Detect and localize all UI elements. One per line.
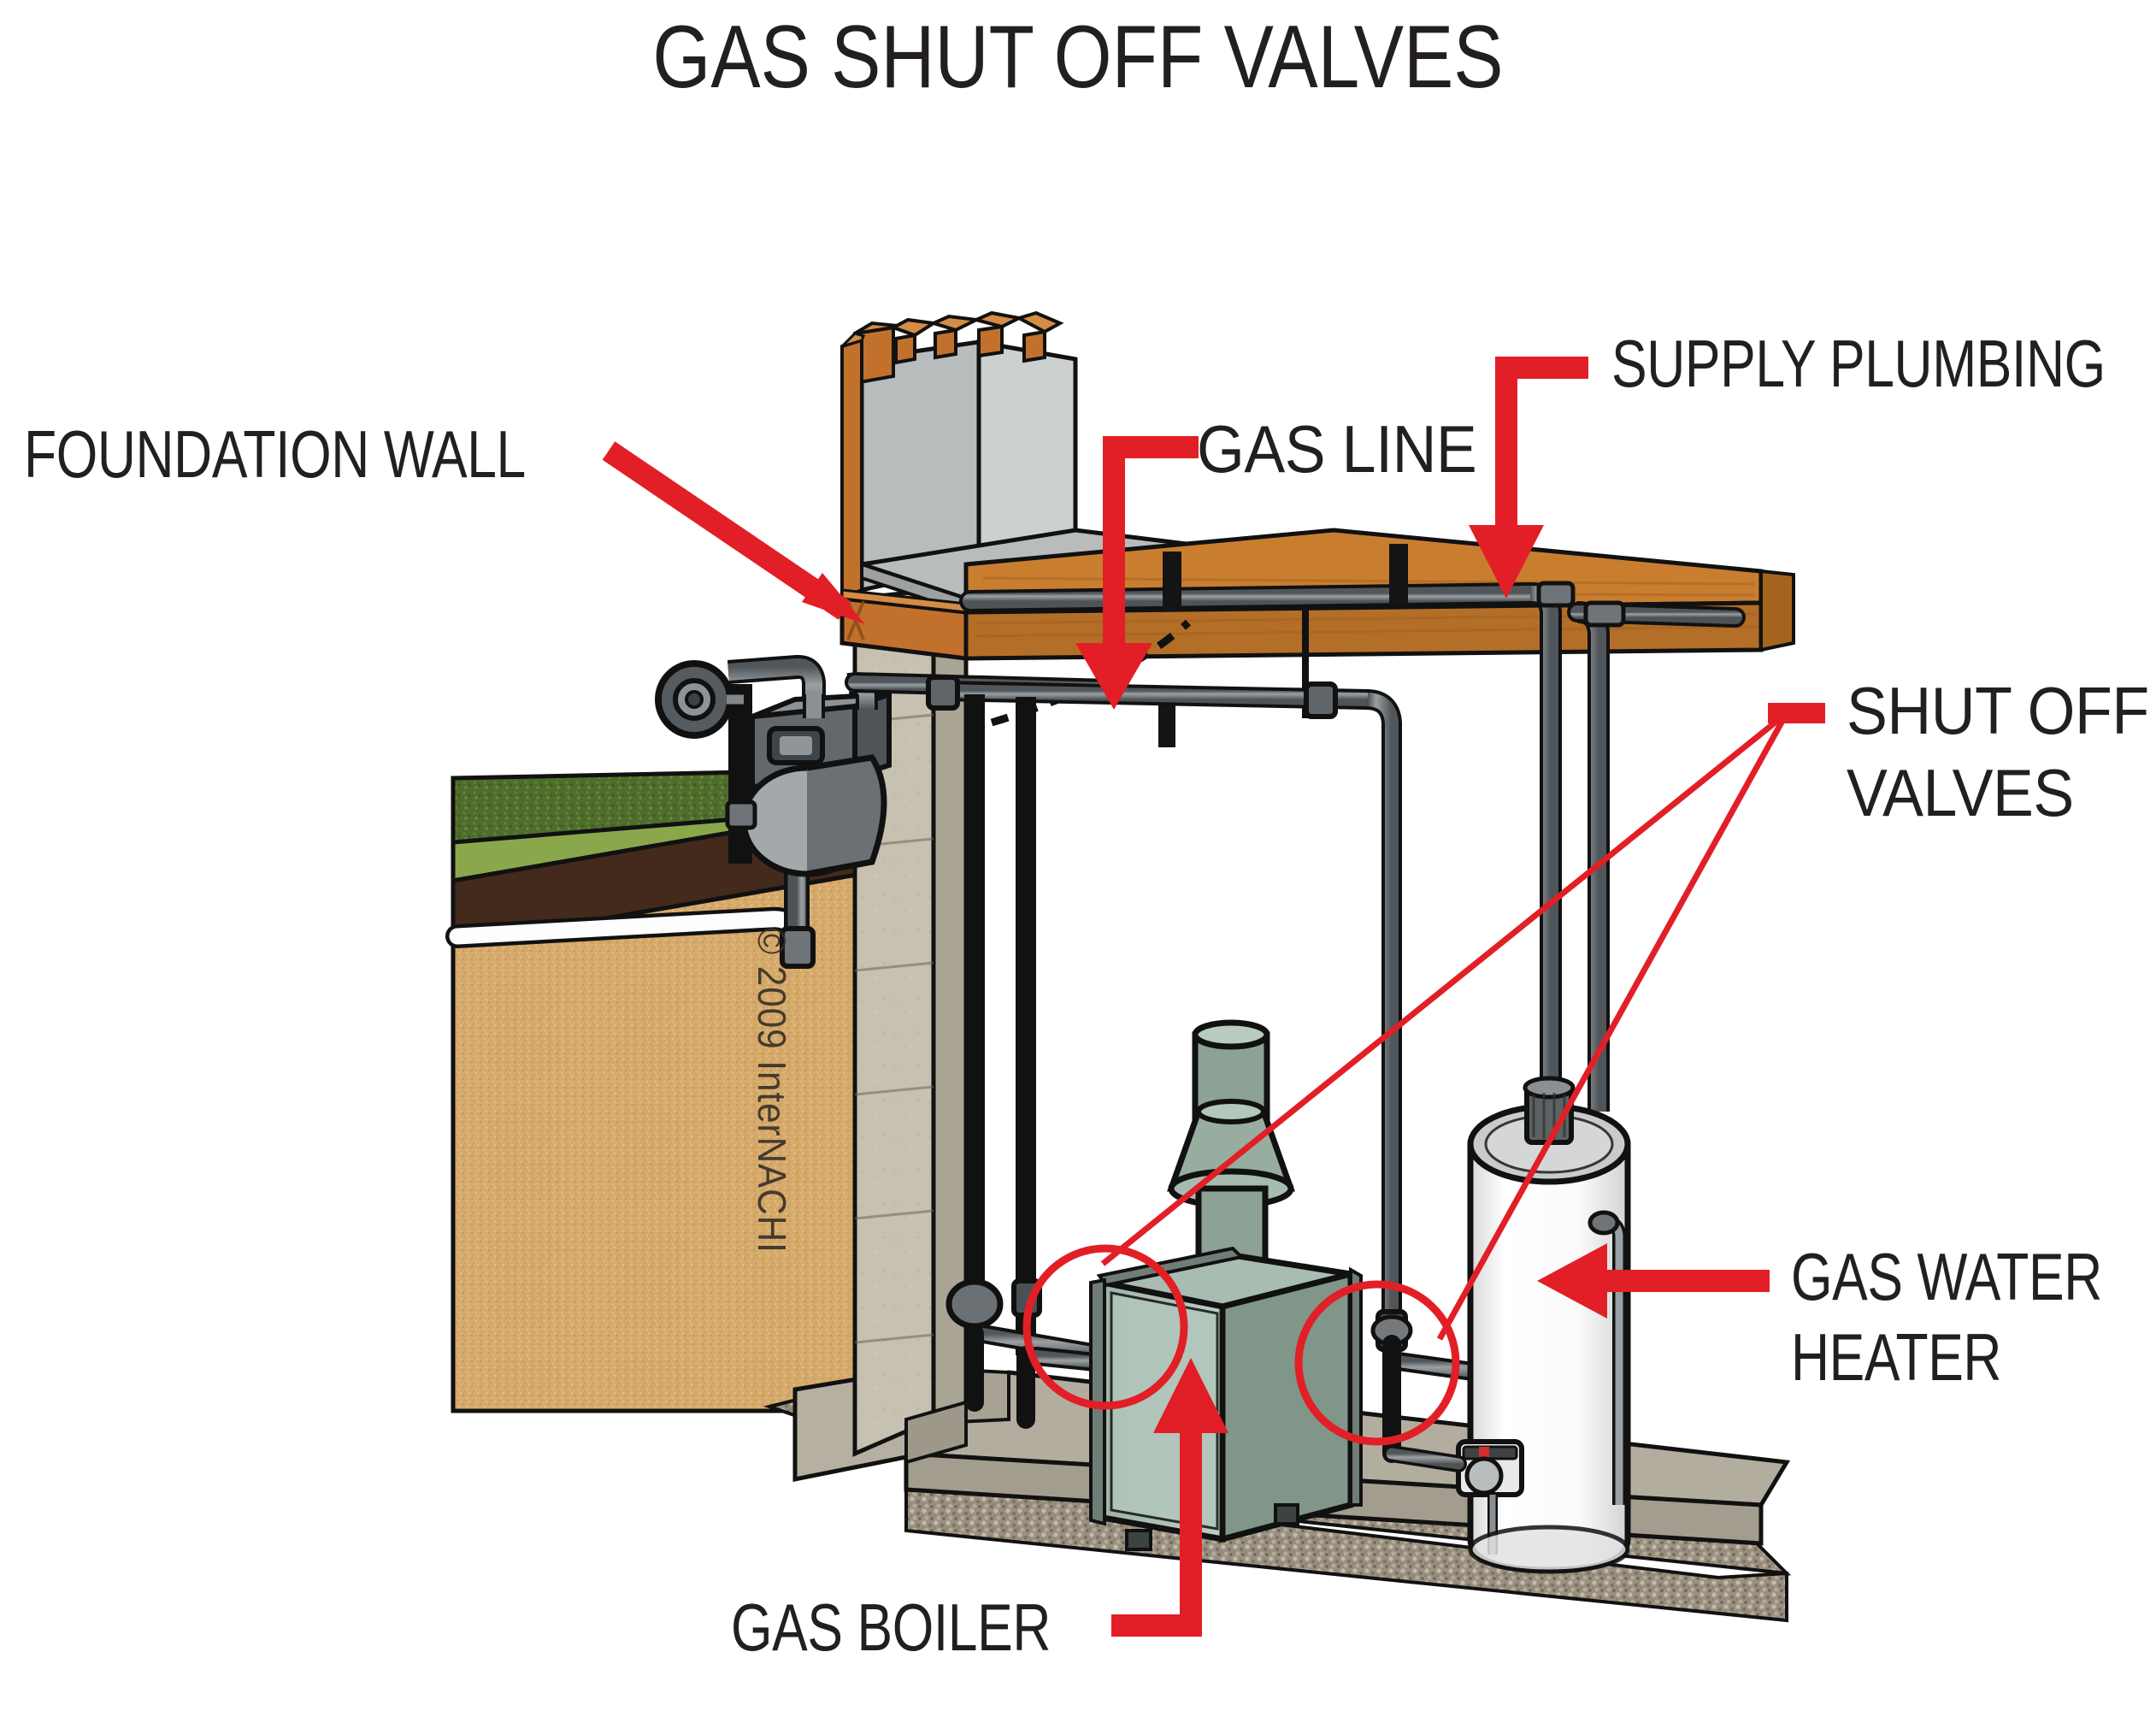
page-title: GAS SHUT OFF VALVES <box>652 8 1504 107</box>
label-shut-off-valves-line1: SHUT OFF <box>1847 673 2149 748</box>
gas-boiler <box>1089 1019 1363 1551</box>
copyright-watermark: © 2009 InterNACHI <box>750 928 794 1254</box>
gas-line-arrow <box>1075 436 1199 710</box>
shut-off-valves-leader <box>1100 703 1825 1341</box>
gas-boiler-arrow <box>1111 1358 1228 1637</box>
label-gas-water-heater-line2: HEATER <box>1791 1319 2002 1395</box>
thermostat-dial <box>1464 1456 1504 1496</box>
gas-line <box>926 675 1531 1463</box>
label-shut-off-valves-line2: VALVES <box>1847 755 2074 830</box>
pipe-hanger-strap <box>1163 552 1181 611</box>
shut-off-valve-circle-boiler-right <box>1294 1280 1460 1446</box>
shut-off-valve-circle-boiler-left <box>1022 1244 1188 1410</box>
foundation-wall-arrow <box>602 441 865 624</box>
label-gas-line: GAS LINE <box>1197 411 1477 487</box>
label-supply-plumbing: SUPPLY PLUMBING <box>1611 326 2106 401</box>
label-gas-water-heater-line1: GAS WATER <box>1791 1239 2102 1314</box>
gas-water-heater-arrow <box>1537 1243 1770 1319</box>
boiler-side-panel <box>1219 1270 1354 1543</box>
supply-plumbing-arrow <box>1469 357 1588 599</box>
label-foundation-wall: FOUNDATION WALL <box>24 416 526 492</box>
annotation-arrows <box>602 357 1825 1637</box>
pipe-hanger-strap <box>1389 544 1408 605</box>
label-gas-boiler: GAS BOILER <box>731 1590 1051 1665</box>
gas-water-heater <box>1383 1076 1631 1574</box>
wall-studs <box>853 310 1064 386</box>
callout-circles <box>1022 1244 1460 1446</box>
gas-meter <box>655 654 1122 969</box>
gas-line-tee <box>1304 681 1338 719</box>
